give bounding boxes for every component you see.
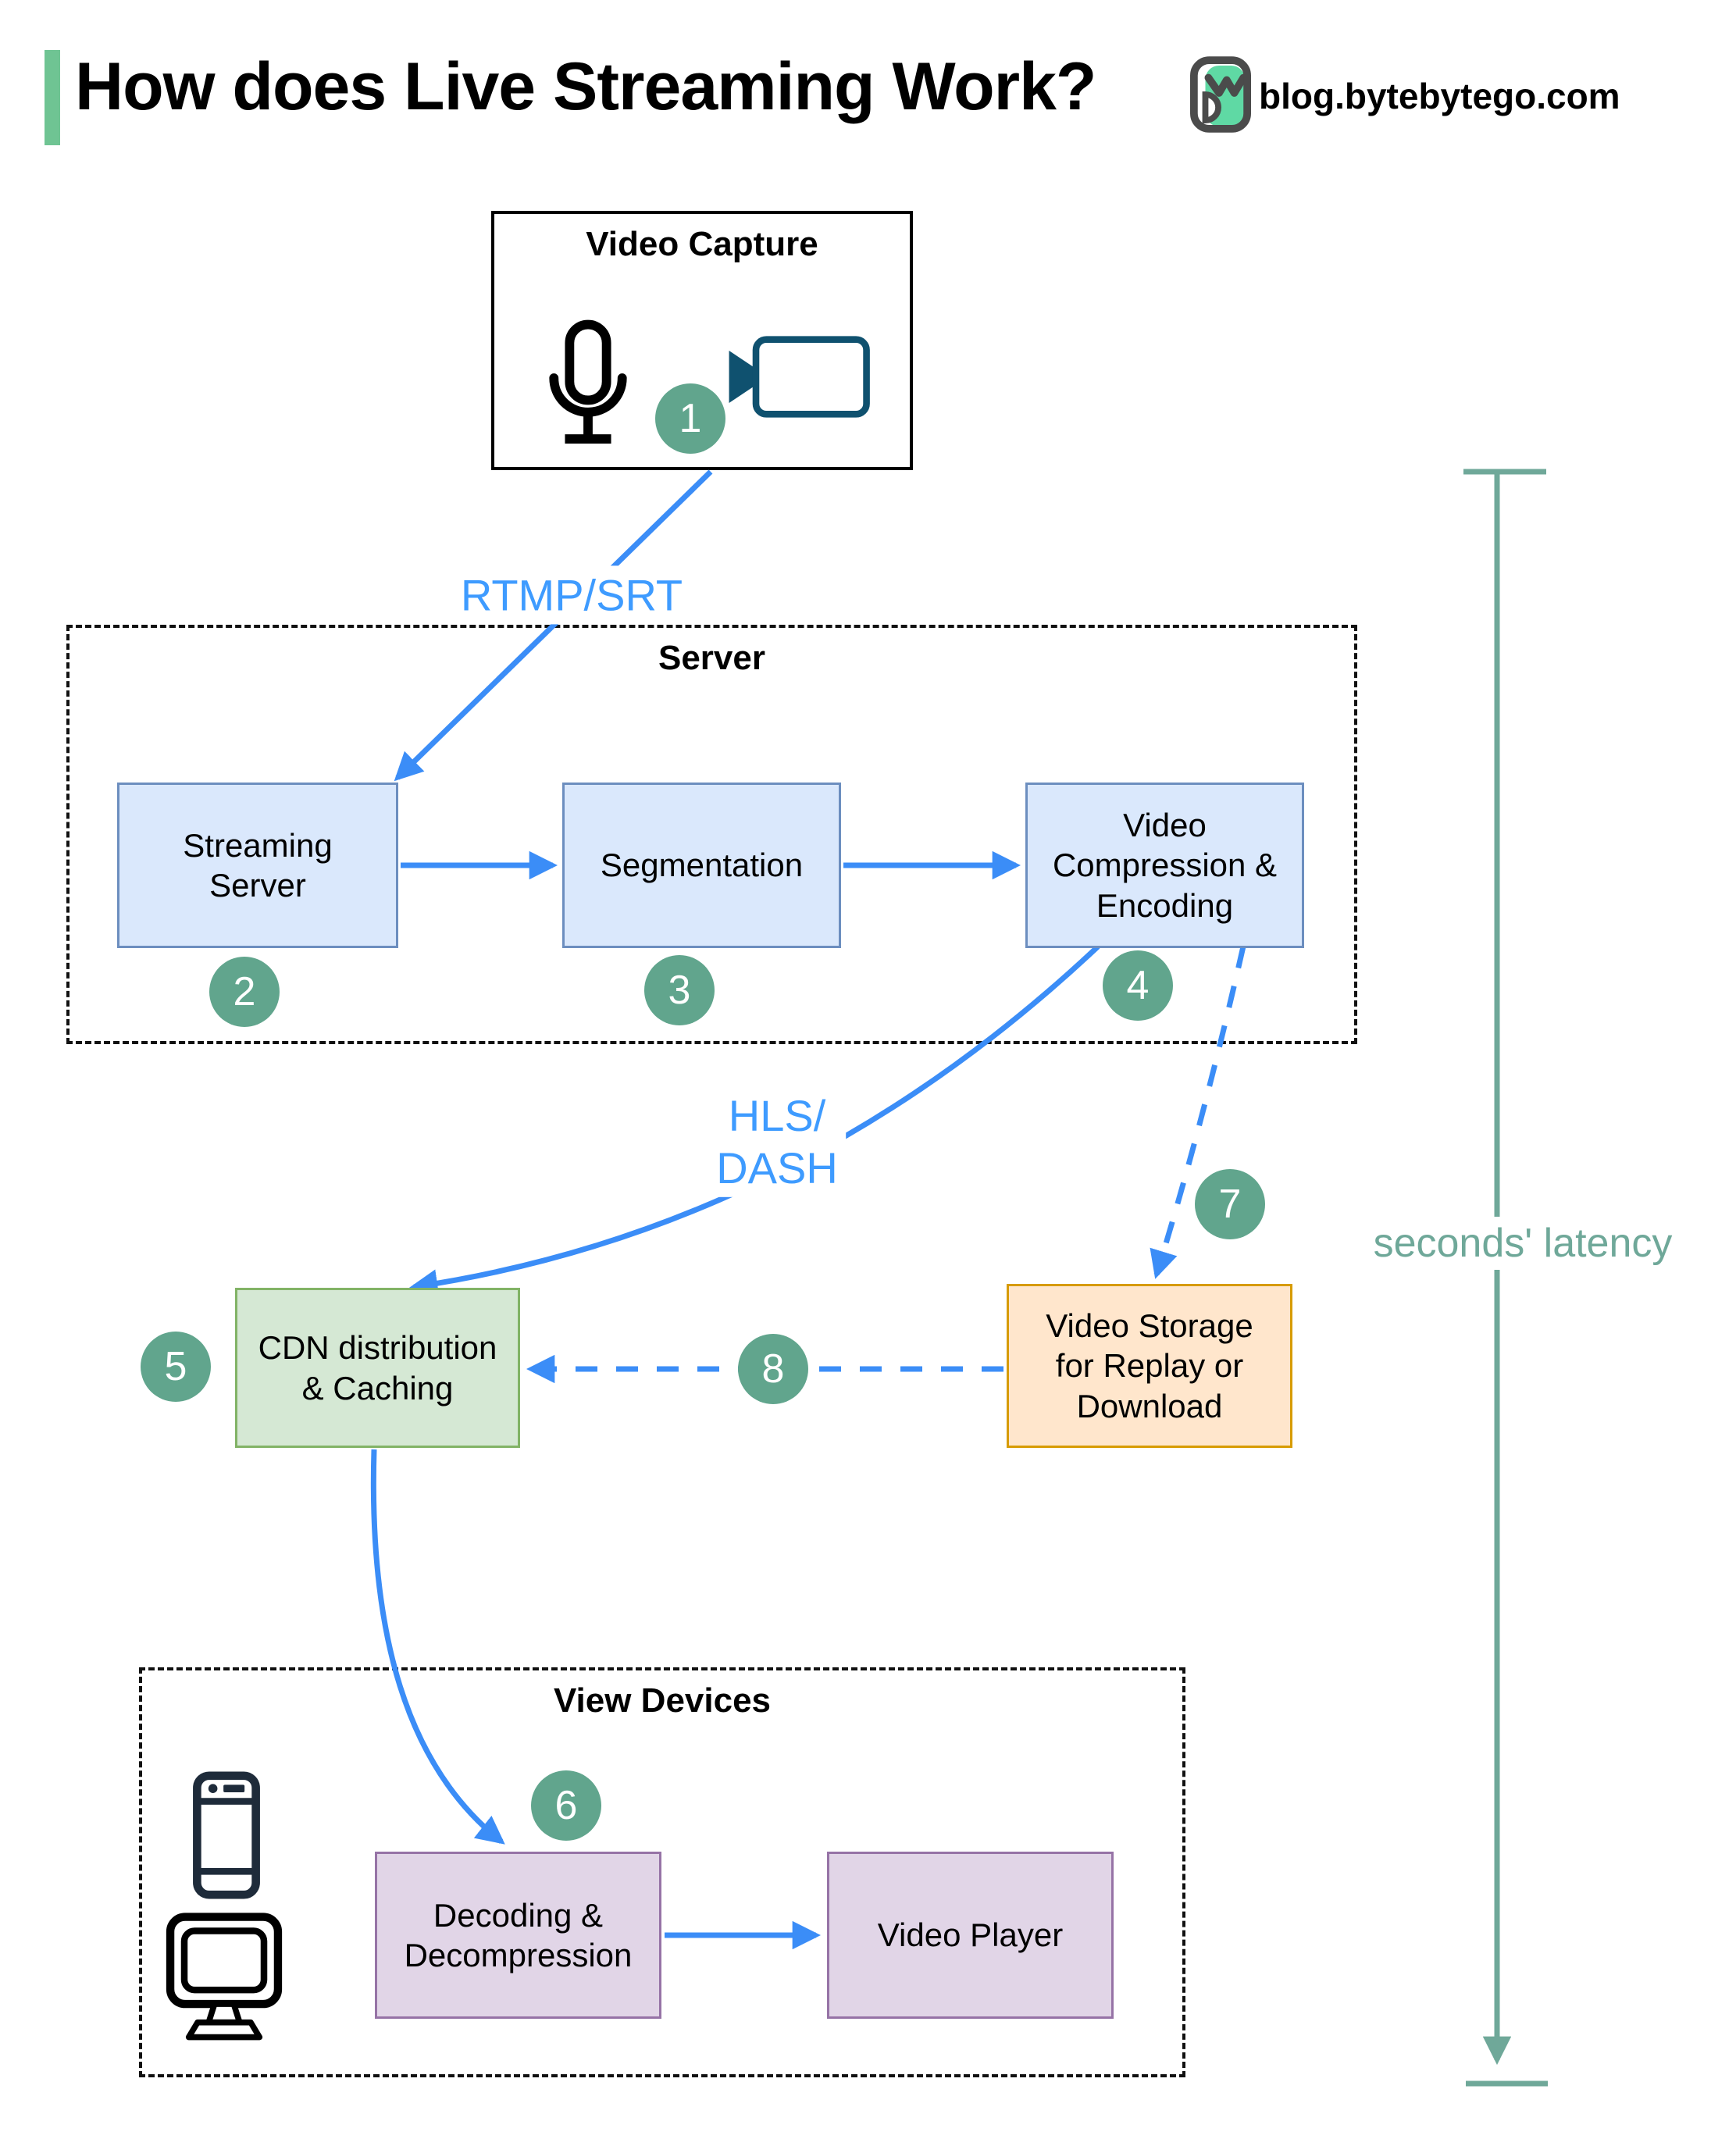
cdn-node: CDN distribution & Caching — [235, 1288, 520, 1448]
seconds-latency-label: seconds' latency — [1363, 1217, 1682, 1270]
step-circle-2: 2 — [209, 957, 280, 1027]
streaming-server-node: Streaming Server — [117, 783, 398, 948]
step-circle-4: 4 — [1103, 950, 1173, 1021]
smartphone-icon — [193, 1771, 260, 1899]
step-circle-8: 8 — [738, 1334, 808, 1404]
microphone-icon — [549, 319, 627, 444]
title-accent-bar — [45, 50, 60, 145]
step-circle-6: 6 — [531, 1770, 601, 1841]
page-title: How does Live Streaming Work? — [75, 49, 1096, 124]
server-title: Server — [658, 639, 765, 677]
video-camera-icon — [729, 336, 870, 418]
step-circle-3: 3 — [644, 955, 715, 1025]
view-devices-title: View Devices — [553, 1681, 772, 1720]
monitor-icon — [166, 1913, 283, 2041]
bytebytego-logo-icon — [1190, 56, 1251, 133]
video-player-node: Video Player — [827, 1852, 1114, 2019]
video-capture-title: Video Capture — [586, 225, 818, 263]
segmentation-node: Segmentation — [562, 783, 841, 948]
rtmp-srt-label: RTMP/SRT — [452, 565, 691, 625]
step-circle-5: 5 — [141, 1332, 211, 1402]
brand-url: blog.bytebytego.com — [1259, 76, 1620, 116]
decoding-node: Decoding & Decompression — [375, 1852, 661, 2019]
video-compression-node: Video Compression & Encoding — [1025, 783, 1304, 948]
view-devices-group: View Devices — [139, 1667, 1185, 2077]
hls-dash-label: HLS/ DASH — [708, 1086, 846, 1198]
step-circle-7: 7 — [1195, 1169, 1265, 1239]
step-circle-1: 1 — [655, 383, 725, 454]
video-storage-node: Video Storage for Replay or Download — [1007, 1284, 1292, 1448]
